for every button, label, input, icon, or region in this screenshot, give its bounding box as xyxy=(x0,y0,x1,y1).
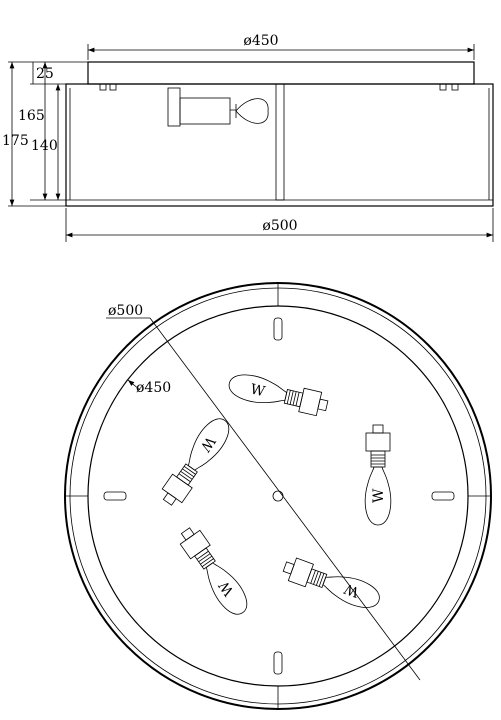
bulb-2: W xyxy=(364,424,392,526)
plan-outer-diameter: ø500 xyxy=(108,303,143,319)
svg-text:W: W xyxy=(216,577,238,598)
dim-shade-diameter: ø500 xyxy=(262,218,297,234)
bulb-4: W xyxy=(156,412,236,511)
side-bulb xyxy=(235,98,269,124)
svg-text:W: W xyxy=(249,381,267,400)
center-hub xyxy=(272,490,284,502)
bulb-1: W xyxy=(226,370,331,419)
outer-ring xyxy=(64,282,492,710)
plan-view: ø500 ø450 W W W W W xyxy=(64,282,492,710)
plan-inner-diameter: ø450 xyxy=(136,380,171,396)
mount-tab-top xyxy=(273,284,283,341)
dim-height-175: 175 xyxy=(2,133,29,149)
bulb-3: W xyxy=(280,554,384,614)
mount-tab-bottom xyxy=(273,651,283,708)
dim-height-165: 165 xyxy=(18,108,45,124)
side-socket xyxy=(179,97,231,125)
svg-text:W: W xyxy=(196,433,218,454)
shade-body xyxy=(65,83,494,207)
mount-tab-right xyxy=(431,491,490,501)
bulb-5: W xyxy=(174,522,254,621)
side-view: ø450 ø500 25 165 175 140 xyxy=(2,33,494,242)
svg-text:W: W xyxy=(342,580,362,600)
dim-shade-height: 140 xyxy=(31,138,58,154)
center-rod xyxy=(275,83,285,201)
inner-ring xyxy=(87,305,469,687)
svg-text:W: W xyxy=(371,488,387,503)
dim-top-plate-diameter: ø450 xyxy=(243,33,278,49)
mount-tab-left xyxy=(66,491,127,501)
ceiling-plate xyxy=(87,61,475,85)
